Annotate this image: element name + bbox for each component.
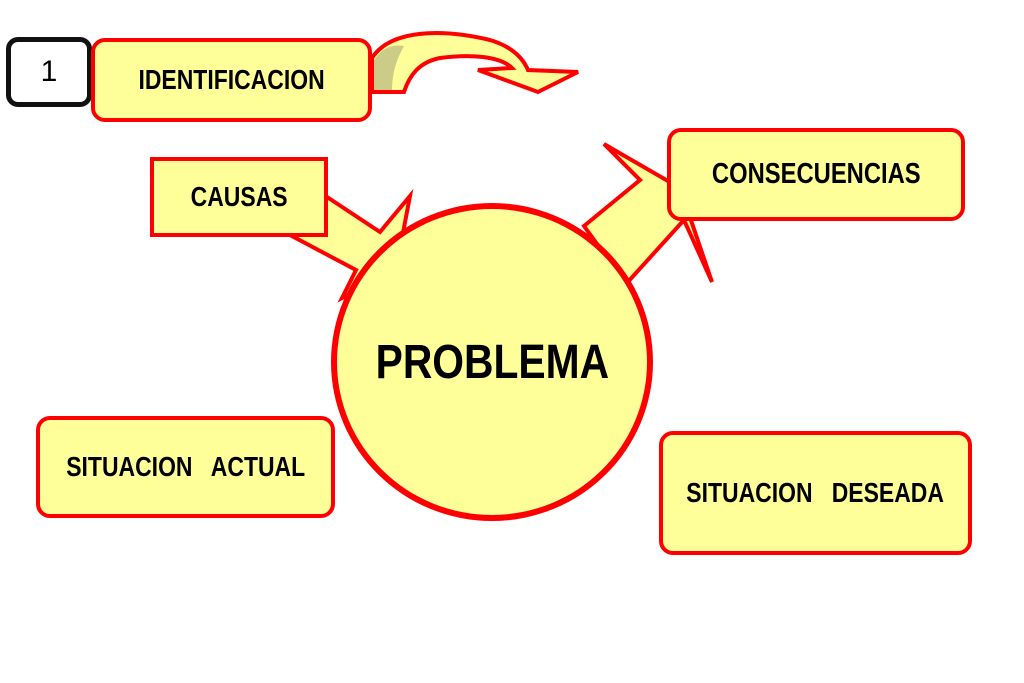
step-number-badge: 1 [6, 37, 92, 107]
situacion-actual-label: SITUACION ACTUAL [66, 451, 305, 482]
problema-label: PROBLEMA [375, 335, 609, 389]
situacion-deseada-label: SITUACION DESEADA [686, 477, 945, 508]
causas-label: CAUSAS [190, 181, 288, 212]
situacion-actual-box: SITUACION ACTUAL [36, 416, 335, 518]
causas-box: CAUSAS [150, 157, 328, 237]
step-number-label: 1 [40, 55, 58, 88]
curved-arrow-shade [374, 45, 404, 90]
curved-arrow [370, 31, 579, 95]
identificacion-label: IDENTIFICACION [138, 64, 325, 95]
consecuencias-label: CONSECUENCIAS [711, 158, 921, 190]
consecuencias-box: CONSECUENCIAS [667, 128, 965, 221]
problema-circle: PROBLEMA [331, 203, 653, 521]
situacion-deseada-box: SITUACION DESEADA [659, 431, 972, 555]
identificacion-box: IDENTIFICACION [91, 38, 372, 122]
